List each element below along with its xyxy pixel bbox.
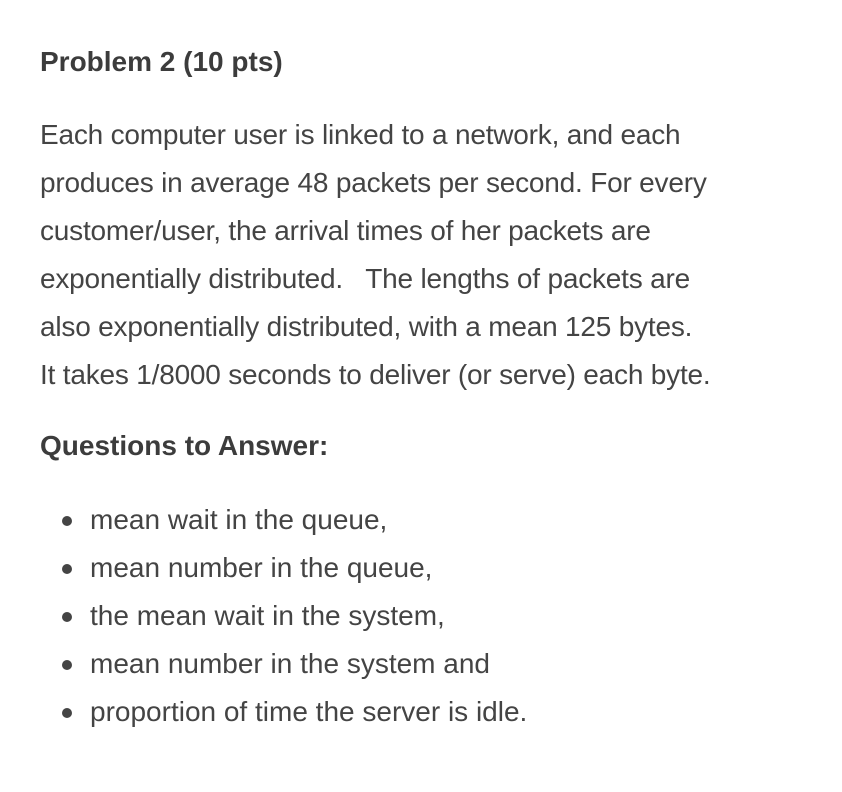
question-item: mean number in the system and — [40, 640, 527, 688]
bullet-icon — [62, 564, 72, 574]
questions-list: mean wait in the queue, mean number in t… — [40, 496, 527, 736]
description-line: produces in average 48 packets per secon… — [40, 167, 707, 198]
bullet-icon — [62, 660, 72, 670]
description-line: also exponentially distributed, with a m… — [40, 311, 693, 342]
problem-title: Problem 2 (10 pts) — [40, 46, 283, 77]
question-text: mean number in the queue, — [90, 552, 433, 583]
description-line: exponentially distributed. The lengths o… — [40, 263, 690, 294]
question-text: mean number in the system and — [90, 648, 490, 679]
bullet-icon — [62, 516, 72, 526]
question-item: the mean wait in the system, — [40, 592, 527, 640]
description-line: It takes 1/8000 seconds to deliver (or s… — [40, 359, 711, 390]
description-line: Each computer user is linked to a networ… — [40, 119, 681, 150]
question-text: mean wait in the queue, — [90, 504, 388, 535]
question-item: mean number in the queue, — [40, 544, 527, 592]
questions-heading: Questions to Answer: — [40, 430, 329, 461]
description-line: customer/user, the arrival times of her … — [40, 215, 651, 246]
bullet-icon — [62, 708, 72, 718]
bullet-icon — [62, 612, 72, 622]
question-item: mean wait in the queue, — [40, 496, 527, 544]
question-item: proportion of time the server is idle. — [40, 688, 527, 736]
problem-description: Each computer user is linked to a networ… — [40, 111, 840, 399]
question-text: the mean wait in the system, — [90, 600, 445, 631]
question-text: proportion of time the server is idle. — [90, 696, 528, 727]
